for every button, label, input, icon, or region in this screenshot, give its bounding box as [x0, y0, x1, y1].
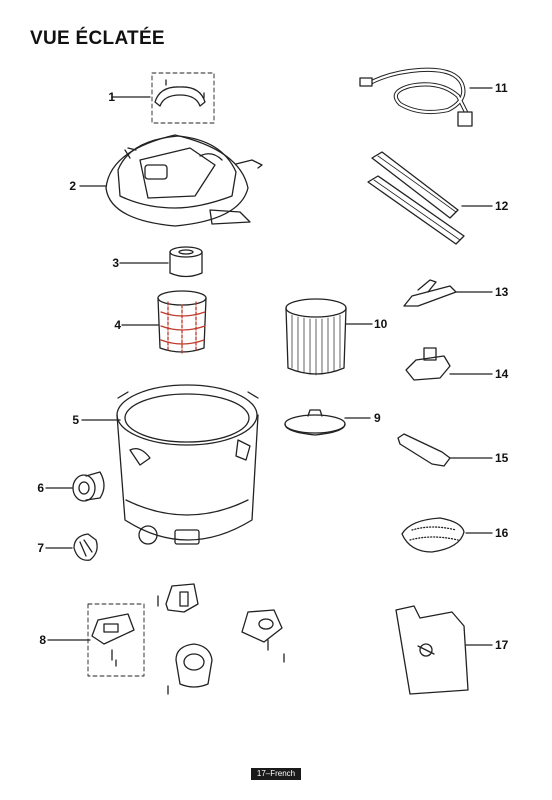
callout-4: 4 [114, 318, 121, 332]
extension-wands-part [367, 151, 493, 245]
page-footer: 17–French [251, 768, 301, 780]
callout-15: 15 [495, 451, 509, 465]
drum-part [81, 384, 259, 545]
callout-8: 8 [39, 633, 46, 647]
callout-6: 6 [37, 481, 44, 495]
power-head-part [79, 134, 263, 227]
callout-5: 5 [72, 413, 79, 427]
drain-cap-part [45, 533, 98, 561]
hose-part [359, 67, 493, 127]
utility-nozzle-part [405, 347, 493, 381]
callout-17: 17 [495, 638, 509, 652]
crevice-tool-part [397, 433, 493, 467]
callout-11: 11 [495, 81, 508, 95]
filter-cage-part [121, 290, 207, 355]
callout-9: 9 [374, 411, 381, 425]
callout-14: 14 [495, 367, 509, 381]
floor-nozzle-part [403, 279, 493, 307]
filter-lid-part [284, 409, 371, 436]
foam-filter-part [119, 246, 203, 278]
disposable-bag-part [395, 605, 493, 695]
callout-7: 7 [37, 541, 44, 555]
caster-foot-part [47, 583, 285, 695]
cartridge-filter-part [285, 298, 373, 376]
caster-part [45, 471, 105, 502]
callout-labels: 1 2 3 4 5 6 7 8 9 10 11 12 13 14 15 16 1… [37, 81, 508, 652]
page-title: VUE ÉCLATÉE [30, 28, 165, 49]
handle-part [111, 72, 215, 124]
callout-10: 10 [374, 317, 388, 331]
callout-12: 12 [495, 199, 509, 213]
callout-2: 2 [69, 179, 76, 193]
callout-1: 1 [108, 90, 115, 104]
callout-13: 13 [495, 285, 509, 299]
dust-bag-part [401, 517, 493, 553]
callout-3: 3 [112, 256, 119, 270]
callout-16: 16 [495, 526, 509, 540]
